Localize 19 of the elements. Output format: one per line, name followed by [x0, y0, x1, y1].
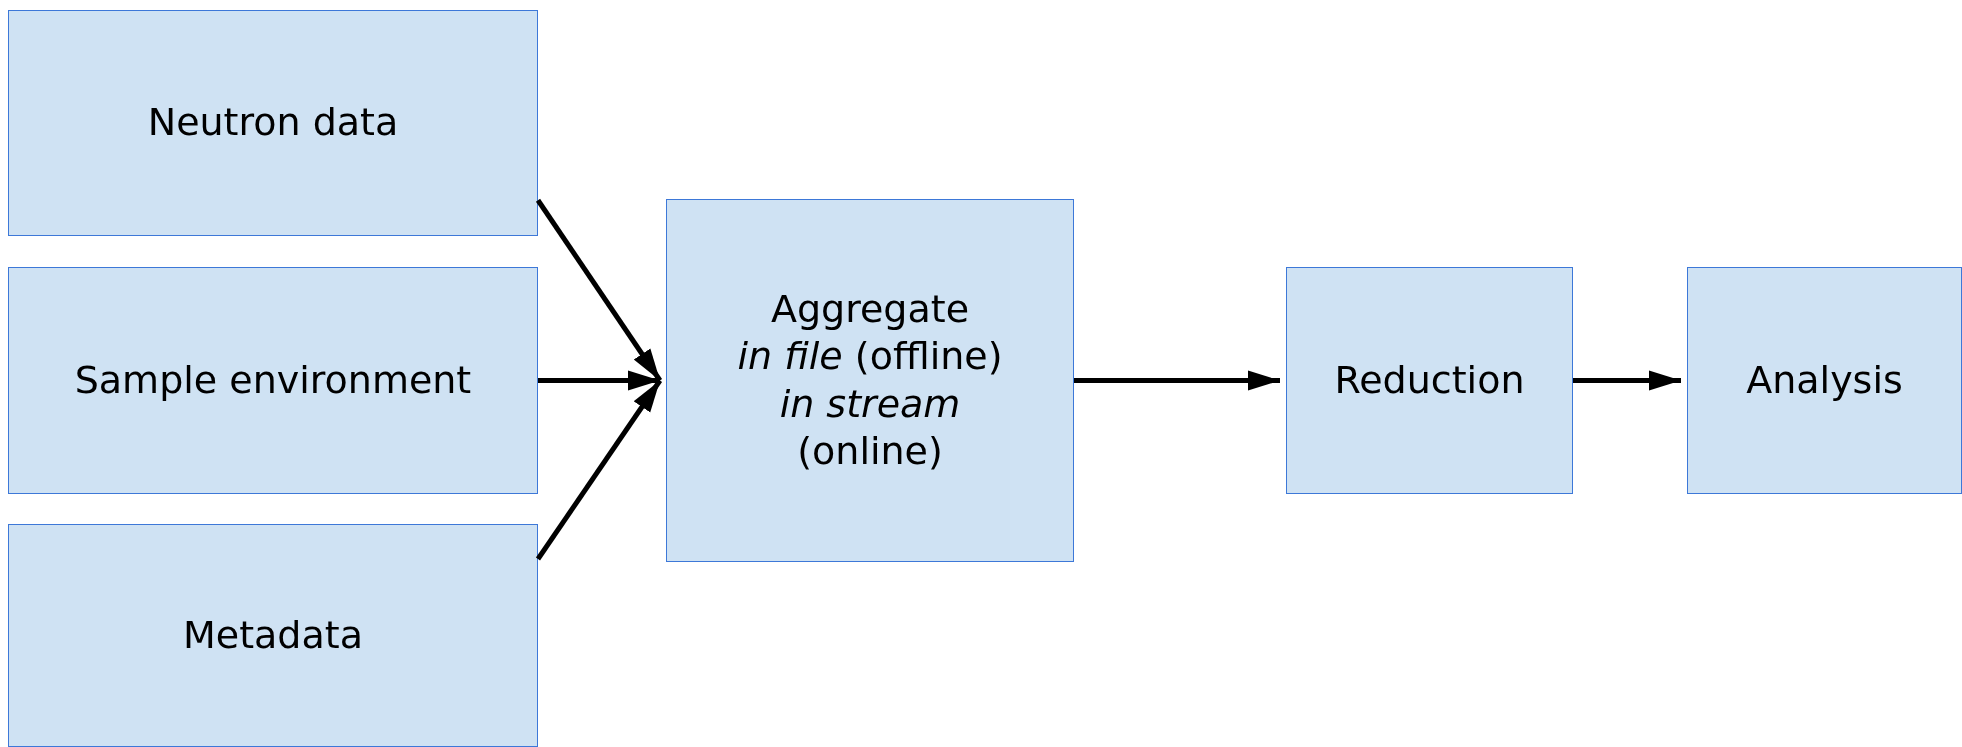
box-label: Neutron data	[147, 99, 399, 147]
arrow	[1074, 370, 1280, 391]
process-box	[8, 10, 538, 236]
box-label: in stream (online)	[778, 380, 962, 475]
arrow	[538, 370, 660, 391]
process-box	[1687, 267, 1962, 494]
box-label: Analysis	[1746, 356, 1903, 404]
box-label: Sample environment	[74, 356, 472, 404]
process-box	[8, 524, 538, 747]
box-label: Aggregate	[770, 285, 970, 333]
arrow	[1573, 370, 1681, 391]
box-label: Reduction	[1334, 356, 1525, 404]
arrow	[535, 198, 663, 382]
process-box	[666, 199, 1074, 562]
arrow	[535, 379, 663, 561]
box-label: in file (offline)	[737, 333, 1003, 380]
process-box	[8, 267, 538, 494]
process-box	[1286, 267, 1573, 494]
box-label: Metadata	[183, 611, 363, 659]
